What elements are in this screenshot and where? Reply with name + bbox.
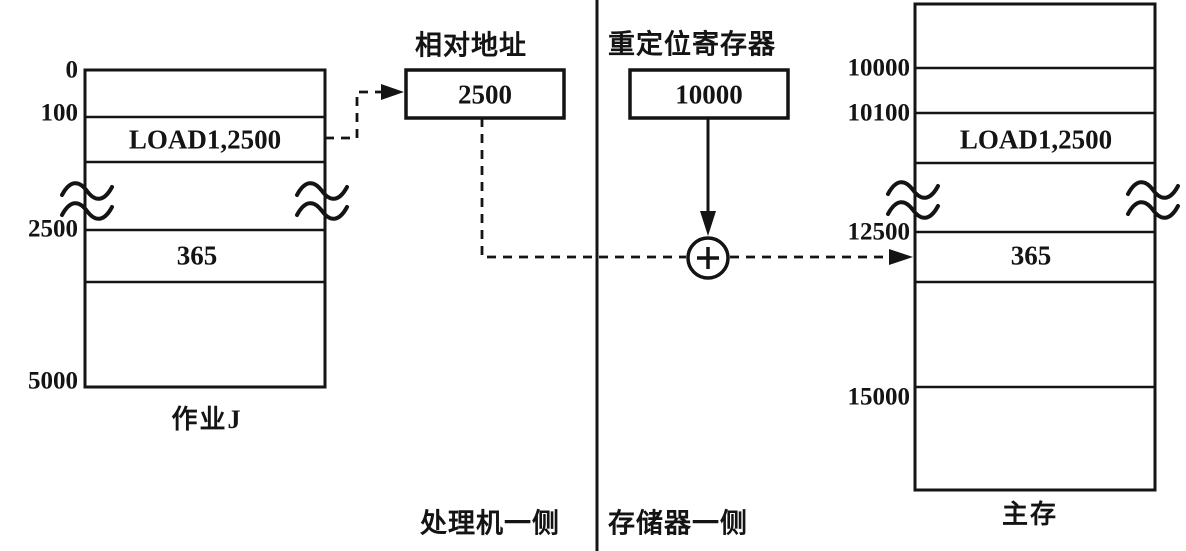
memory-data-cell: 365	[1010, 240, 1052, 271]
relative-address-box	[404, 68, 566, 120]
relocation-register-value: 10000	[675, 79, 743, 110]
memory-address-10100: 10100	[847, 99, 911, 127]
memory-address-12500: 12500	[847, 218, 911, 246]
memory-address-10000: 10000	[847, 54, 911, 82]
job-address-5000: 5000	[28, 367, 78, 395]
main-memory-outline	[913, 2, 1157, 492]
relative-address-value: 2500	[458, 79, 512, 110]
job-block-caption: 作业J	[171, 405, 243, 434]
job-address-100: 100	[40, 99, 79, 127]
relative-address-label: 相对地址	[415, 30, 527, 61]
memory-block-caption: 主存	[1001, 500, 1059, 529]
memory-side-label: 存储器一侧	[608, 508, 748, 539]
relocation-register-label: 重定位寄存器	[608, 29, 776, 60]
relative-to-adder-path	[480, 118, 686, 259]
instruction-to-relative-arrow	[325, 84, 404, 140]
job-address-2500: 2500	[28, 215, 78, 243]
memory-instruction-cell: LOAD1,2500	[959, 124, 1113, 155]
register-to-adder-arrow	[700, 118, 716, 236]
job-memory-outline	[83, 68, 327, 389]
memory-address-15000: 15000	[847, 383, 911, 411]
job-address-0: 0	[65, 56, 79, 84]
job-data-cell: 365	[176, 240, 218, 271]
job-instruction-cell: LOAD1,2500	[128, 124, 282, 155]
processor-side-label: 处理机一侧	[420, 508, 560, 539]
adder-to-memory-arrow	[730, 249, 913, 265]
adder-plus-icon	[686, 236, 730, 280]
break-marks	[60, 180, 1180, 221]
